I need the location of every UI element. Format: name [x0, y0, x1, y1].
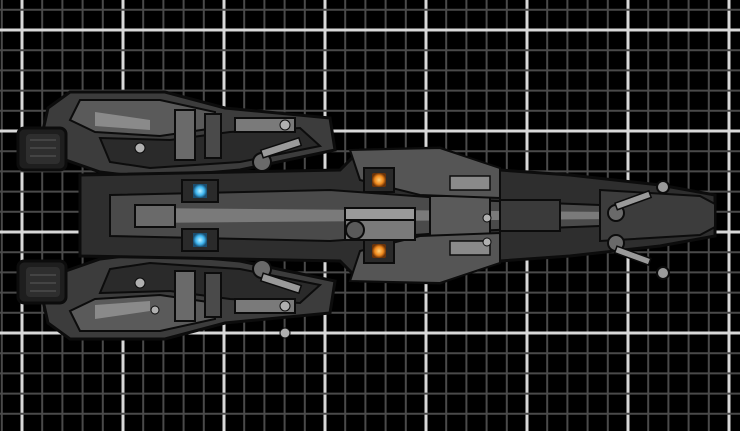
upper-wing — [40, 90, 337, 180]
lower-engine — [16, 259, 68, 305]
hull-bolts — [134, 119, 492, 339]
turret-lower-forward[interactable] — [607, 234, 652, 267]
lower-wing — [40, 251, 337, 341]
turret-central-cannon[interactable] — [344, 219, 416, 241]
orange-reactor-upper — [363, 167, 395, 193]
orange-reactor-lower — [363, 238, 395, 264]
turret-upper-rear[interactable] — [252, 136, 303, 172]
central-hull — [78, 146, 717, 285]
turret-upper-forward[interactable] — [607, 189, 653, 222]
upper-engine — [16, 126, 68, 172]
blue-engine-core-lower — [181, 228, 219, 252]
turret-lower-rear[interactable] — [252, 259, 303, 295]
blue-engine-core-upper — [181, 179, 219, 203]
turret-bow[interactable] — [656, 180, 670, 280]
